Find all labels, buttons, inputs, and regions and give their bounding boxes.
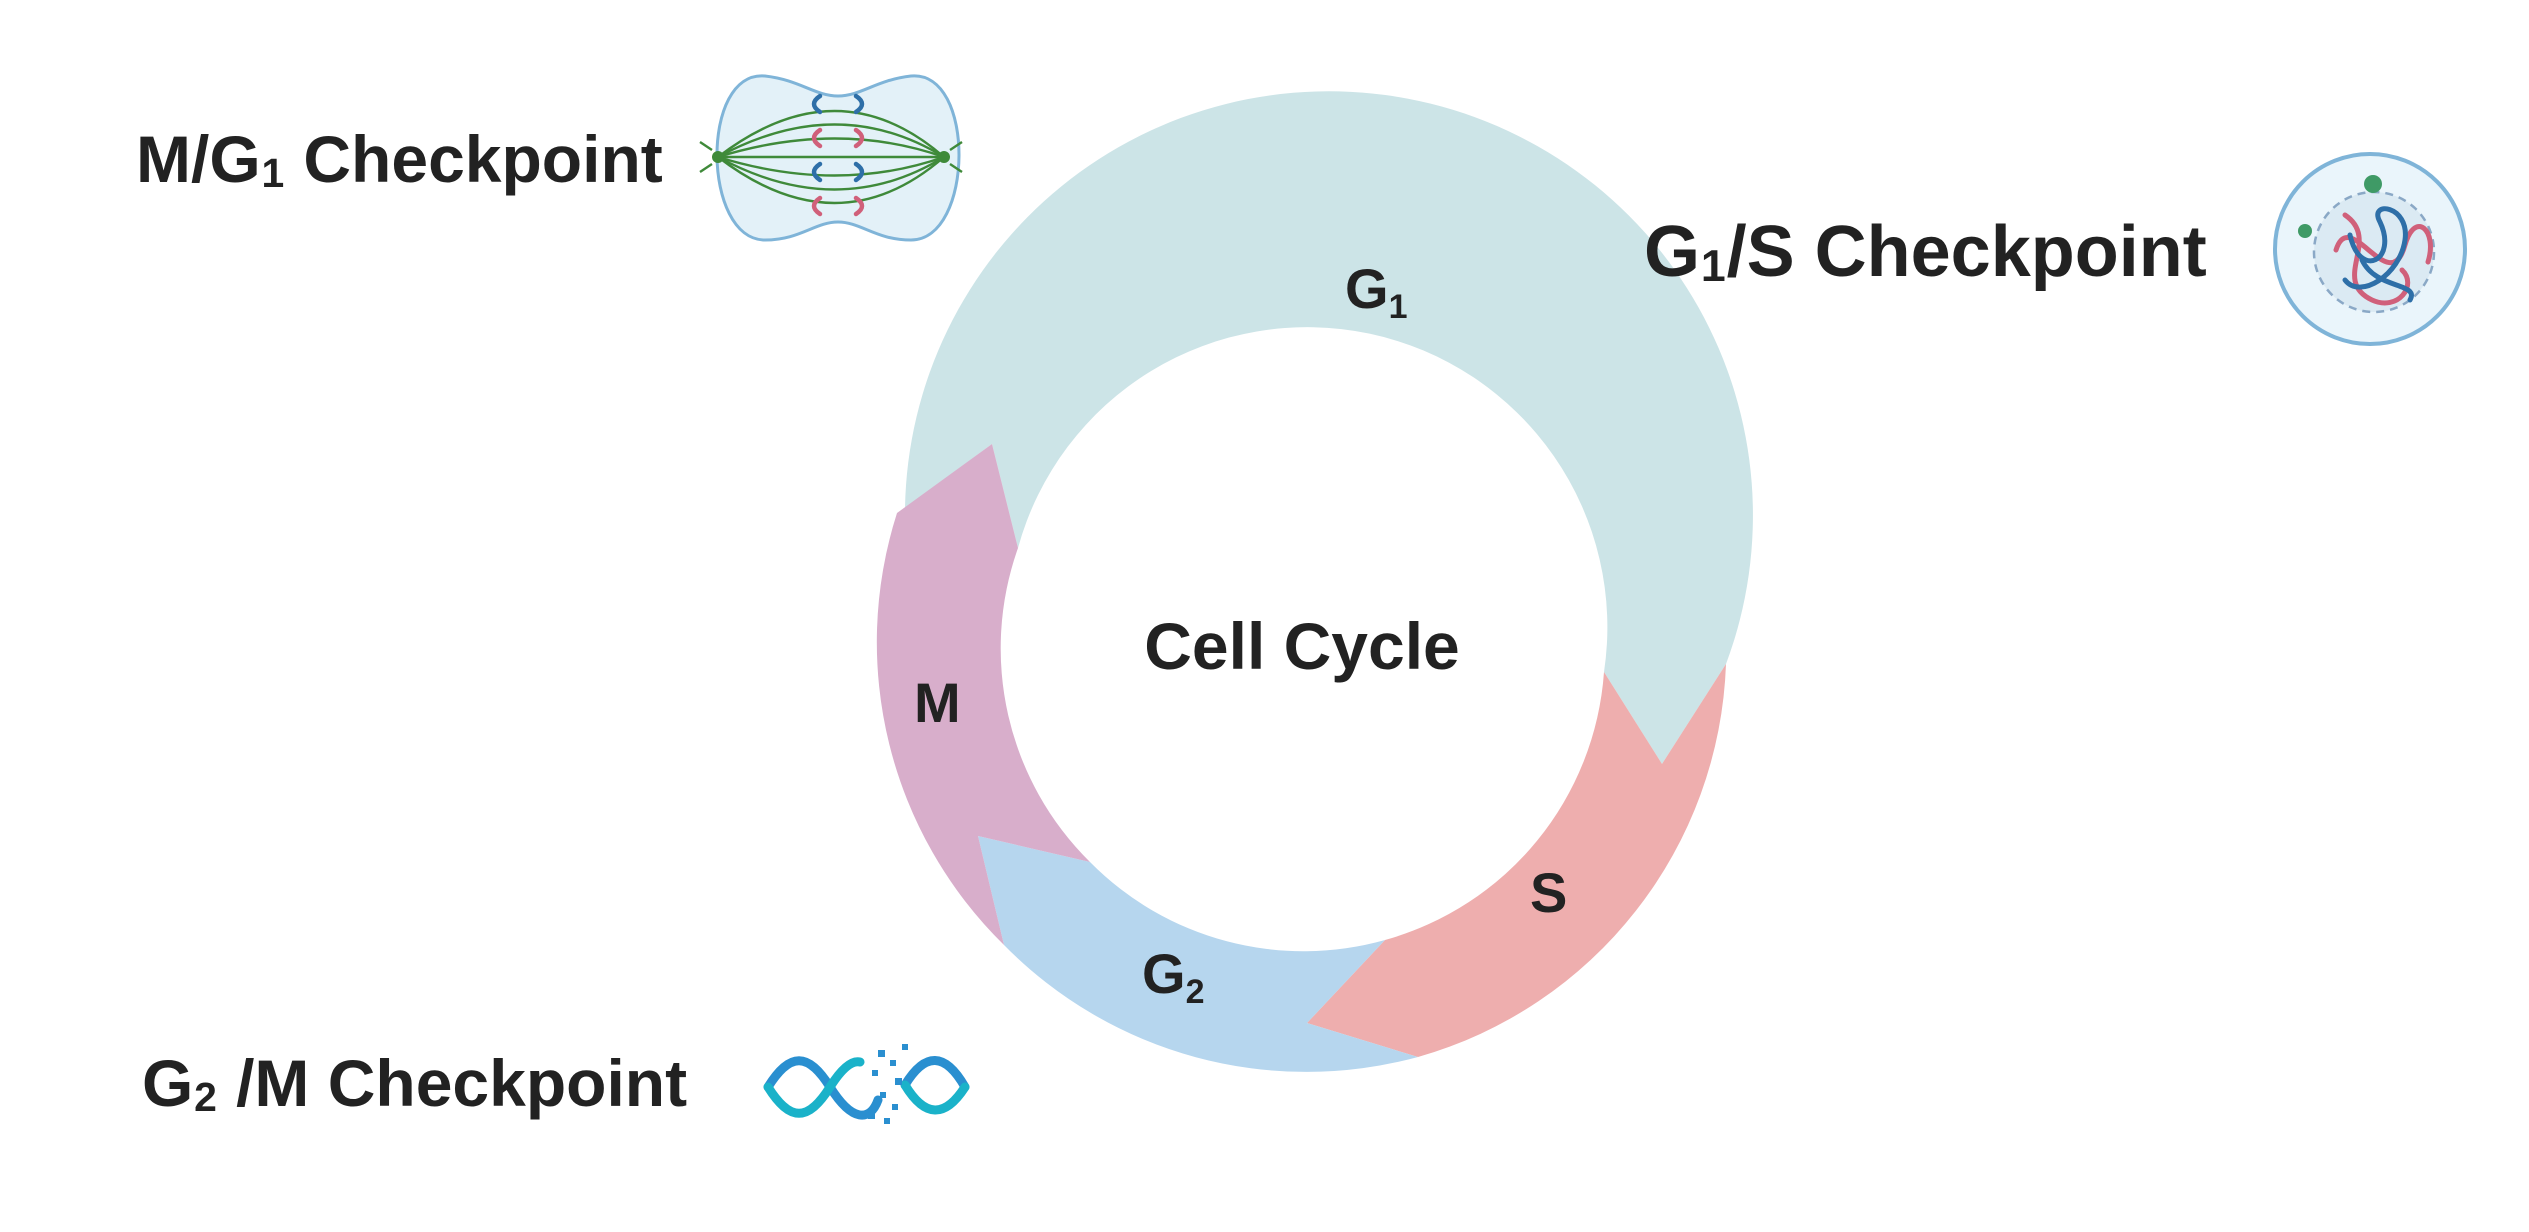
m-segment (876, 444, 1090, 945)
checkpoint-label-m-g1: M/G1 Checkpoint (136, 122, 663, 196)
s-segment (1307, 664, 1726, 1057)
phase-label-m: M (914, 671, 961, 734)
center-label: Cell Cycle (1144, 609, 1460, 683)
damaged-dna-helix-icon (763, 1044, 970, 1124)
phase-label-g2: G2 (1142, 942, 1204, 1011)
cell-nucleus-chromosomes-icon (2273, 152, 2467, 346)
checkpoint-label-g2-m: G2 /M Checkpoint (142, 1046, 688, 1120)
phase-label-s: S (1530, 861, 1567, 924)
g1-segment (905, 91, 1753, 765)
phase-label-g1: G1 (1345, 257, 1407, 326)
g2-segment (978, 836, 1418, 1072)
mitotic-spindle-cell-icon (699, 74, 963, 242)
checkpoint-label-g1-s: G1/S Checkpoint (1644, 212, 2207, 292)
